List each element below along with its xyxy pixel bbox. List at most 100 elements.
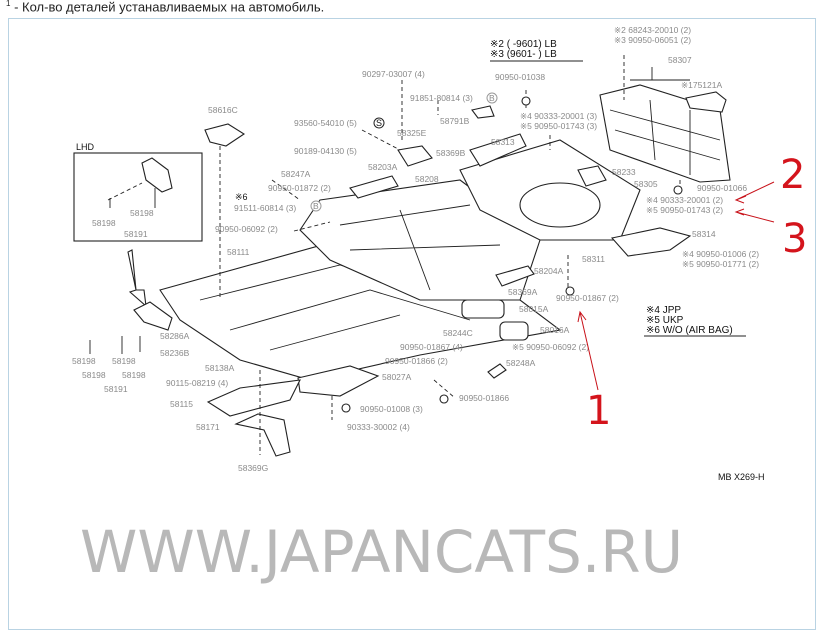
part-label[interactable]: 58198 <box>72 356 96 366</box>
part-label[interactable]: 58233 <box>612 167 636 177</box>
part-label[interactable]: 58325E <box>397 128 427 138</box>
part-label[interactable]: 58115 <box>170 399 193 409</box>
part-label[interactable]: 90950-01872 (2) <box>268 183 331 193</box>
part-58233 <box>577 165 607 187</box>
part-label[interactable]: 58027A <box>382 372 412 382</box>
part-label: ※6 <box>235 192 248 202</box>
legend-jpp: ※4 JPP <box>646 305 681 316</box>
part-label[interactable]: ※4 90333-20001 (2) <box>646 195 723 205</box>
part-label[interactable]: 58204A <box>534 266 564 276</box>
part-label[interactable]: 58171 <box>196 422 220 432</box>
part-label[interactable]: ※175121A <box>681 80 722 90</box>
part-label[interactable]: ※5 90950-01771 (2) <box>682 259 759 269</box>
inset-bracket-part <box>141 157 173 193</box>
part-label[interactable]: ※5 90950-06092 (2) <box>512 342 589 352</box>
spare-tire-well <box>519 182 601 228</box>
part-label[interactable]: 58314 <box>692 229 716 239</box>
diagram-code: MB X269-H <box>718 472 765 482</box>
annotation-arrow-2 <box>734 181 775 204</box>
legend-lb-after: ※3 (9601- ) LB <box>490 49 557 60</box>
part-label[interactable]: 58198 <box>112 356 136 366</box>
part-label[interactable]: ※3 90950-06051 (2) <box>614 35 691 45</box>
part-label[interactable]: 58198 <box>92 218 116 228</box>
part-label[interactable]: 58616C <box>208 105 238 115</box>
part-label[interactable]: 58311 <box>582 254 605 264</box>
part-label[interactable]: 58016A <box>540 325 570 335</box>
footnote-text: - Кол-во деталей устанавливаемых на авто… <box>10 0 325 15</box>
part-58325E <box>397 145 433 167</box>
part-label[interactable]: 90333-30002 (4) <box>347 422 410 432</box>
part-label[interactable]: 90189-04130 (5) <box>294 146 357 156</box>
part-label[interactable]: 90297-03007 (4) <box>362 69 425 79</box>
part-label[interactable]: 90950-01866 <box>459 393 509 403</box>
part-label[interactable]: 90950-06092 (2) <box>215 224 278 234</box>
part-label[interactable]: 58191 <box>124 229 148 239</box>
inset-leader <box>107 182 143 201</box>
part-58248A <box>487 363 507 379</box>
part-label[interactable]: 58286A <box>160 331 190 341</box>
part-label[interactable]: 58369G <box>238 463 268 473</box>
part-label[interactable]: ※5 90950-01743 (2) <box>646 205 723 215</box>
part-label[interactable]: 58236B <box>160 348 190 358</box>
part-label[interactable]: 90950-01038 <box>495 72 545 82</box>
nut-icon <box>341 403 351 413</box>
part-label[interactable]: 58791B <box>440 116 470 126</box>
part-label[interactable]: 90950-01008 (3) <box>360 404 423 414</box>
part-label[interactable]: 93560-54010 (5) <box>294 118 357 128</box>
part-label[interactable]: 90950-01866 (2) <box>385 356 448 366</box>
annotation-1: 1 <box>586 388 611 434</box>
part-label[interactable]: 90950-01867 (4) <box>400 342 463 352</box>
part-75121A <box>685 91 727 113</box>
part-label[interactable]: ※4 90950-01006 (2) <box>682 249 759 259</box>
part-label[interactable]: 58198 <box>130 208 154 218</box>
part-label[interactable]: 91851-80814 (3) <box>410 93 473 103</box>
part-label[interactable]: 58198 <box>122 370 146 380</box>
part-58204A <box>495 265 535 287</box>
part-label[interactable]: 90950-01066 <box>697 183 747 193</box>
nut-icon <box>521 96 531 106</box>
part-label[interactable]: 58111 <box>227 247 250 257</box>
part-label[interactable]: 90950-01867 (2) <box>556 293 619 303</box>
part-58203A <box>349 175 399 199</box>
part-58171 <box>234 413 291 457</box>
part-label[interactable]: 58369B <box>436 148 466 158</box>
part-58791B <box>471 105 495 119</box>
part-58616C <box>204 123 246 147</box>
part-label[interactable]: 58307 <box>668 55 692 65</box>
part-58314 <box>610 227 692 257</box>
center-floor-ribs <box>339 204 501 291</box>
annotation-3: 3 <box>782 216 807 262</box>
part-label[interactable]: ※4 90333-20001 (3) <box>520 111 597 121</box>
lhd-inset-box <box>73 152 203 242</box>
part-label[interactable]: 58247A <box>281 169 311 179</box>
part-label[interactable]: 58305 <box>634 179 658 189</box>
annotation-arrow-3 <box>734 208 775 223</box>
part-label[interactable]: 58138A <box>205 363 235 373</box>
inset-arrow-icon <box>127 249 147 308</box>
part-label[interactable]: 90115-08219 (4) <box>166 378 228 388</box>
part-label[interactable]: ※2 68243-20010 (2) <box>614 25 691 35</box>
part-label[interactable]: 58191 <box>104 384 128 394</box>
part-label[interactable]: 58248A <box>506 358 536 368</box>
part-labels: 90297-03007 (4) 91851-80814 (3) 93560-54… <box>72 25 759 473</box>
part-label[interactable]: 58244C <box>443 328 473 338</box>
watermark: WWW.JAPANCATS.RU <box>80 518 683 586</box>
part-label[interactable]: 58369A <box>508 287 538 297</box>
part-58115 <box>206 379 301 417</box>
part-label[interactable]: 91511-60814 (3) <box>234 203 296 213</box>
part-label[interactable]: 58313 <box>491 137 515 147</box>
part-label[interactable]: 58198 <box>82 370 106 380</box>
circle-s-icon <box>373 117 385 129</box>
bracket-leaders <box>89 336 141 354</box>
bracket-part-58191 <box>133 301 173 331</box>
part-label[interactable]: ※5 90950-01743 (3) <box>520 121 597 131</box>
circle-s-mark: S <box>376 118 382 128</box>
part-label[interactable]: 58208 <box>415 174 439 184</box>
rear-panel-ribs <box>609 99 721 175</box>
part-label[interactable]: 58203A <box>368 162 398 172</box>
footnote-marker: 1 <box>6 0 11 8</box>
circle-b-icon <box>486 92 498 104</box>
annotation-arrow-1 <box>577 310 599 391</box>
part-label[interactable]: 58015A <box>519 304 549 314</box>
